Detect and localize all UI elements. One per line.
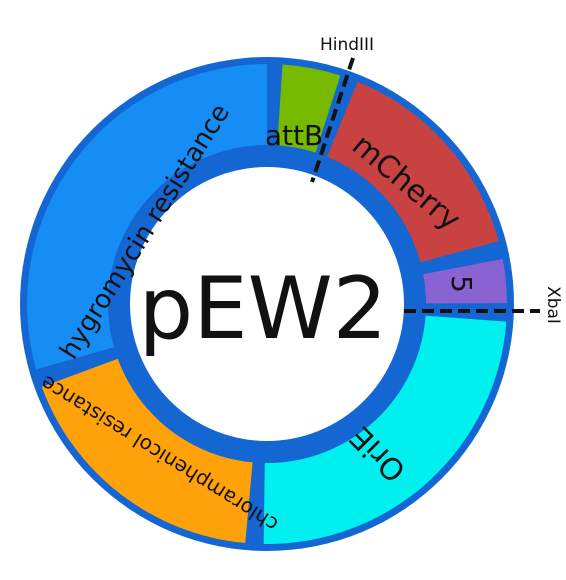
plasmid-inner-circle — [108, 145, 426, 463]
label-five: 5 — [445, 275, 478, 293]
label-attb: attB — [265, 119, 323, 152]
segment-orie — [263, 315, 507, 544]
segment-attb — [277, 64, 341, 154]
site-hindiii-label: HindIII — [320, 35, 374, 55]
site-xbai-label: XbaI — [543, 286, 563, 324]
segment-5 — [422, 259, 507, 304]
segment-hygromycin — [26, 64, 267, 370]
segment-mcherry — [326, 81, 499, 263]
site-hindiii-marker — [310, 57, 355, 183]
plasmid-title: pEW2 — [139, 259, 388, 359]
segment-chloramphenicol — [41, 358, 253, 544]
